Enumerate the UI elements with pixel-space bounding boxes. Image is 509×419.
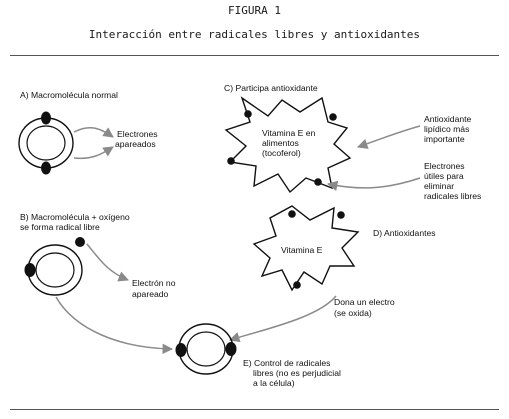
bottom-divider [10, 409, 499, 410]
label-useful-4: radicales libres [424, 191, 481, 201]
molecule-normal [18, 111, 74, 175]
label-c-heading: C) Participa antioxidante [224, 83, 318, 93]
label-e-heading-2: libres (no es perjudicial [253, 368, 341, 378]
label-useful-2: útiles para [424, 171, 464, 181]
label-vit-food-2: alimentos [262, 138, 299, 148]
label-b-heading-2: se forma radical libre [20, 222, 100, 232]
electron-dot [244, 110, 252, 118]
electron-dot [288, 210, 296, 218]
label-a-heading: A) Macromolécula normal [20, 90, 118, 100]
label-e-heading-3: a la célula) [253, 378, 295, 388]
label-vit-food-1: Vitamina E en [262, 128, 316, 138]
label-donate-2: (se oxida) [334, 308, 372, 318]
label-vit-food-3: (tocoferol) [262, 148, 301, 158]
label-lipid-1: Antioxidante [424, 114, 472, 124]
electron-dot [329, 113, 337, 121]
electron-dot [314, 178, 322, 186]
label-b-heading-1: B) Macromolécula + oxígeno [20, 212, 130, 222]
electron-dot [227, 157, 235, 165]
label-paired-1: Electrones [117, 129, 158, 139]
electron-dot [225, 342, 237, 356]
arrow-to-control [55, 296, 174, 355]
arrow-donate [228, 295, 337, 343]
label-paired-2: apareados [115, 139, 156, 149]
label-useful-3: eliminar [424, 181, 454, 191]
label-vit-e: Vitamina E [281, 245, 323, 255]
electron-dot [293, 281, 301, 289]
electron-dot [337, 211, 345, 219]
figure-title: Interacción entre radicales libres y ant… [88, 28, 421, 41]
antioxidant-star [252, 205, 360, 292]
arrow-lipid [357, 125, 421, 149]
label-useful-1: Electrones [424, 161, 465, 171]
molecule-free-radical [24, 237, 85, 296]
label-donate-1: Dona un electro [334, 297, 395, 307]
electron-dot [41, 111, 51, 125]
label-unpaired-2: apareado [132, 289, 169, 299]
label-lipid-2: lipídico más [424, 124, 469, 134]
arrow-useful-electrons [326, 177, 421, 191]
molecule-controlled [175, 323, 237, 375]
arrow-unpaired [86, 243, 129, 282]
label-unpaired-1: Electrón no [132, 278, 176, 288]
label-e-heading-1: E) Control de radicales [243, 358, 330, 368]
electron-dot [41, 161, 51, 175]
arrow-paired-top [73, 126, 114, 138]
electron-dot [24, 263, 36, 277]
label-lipid-3: importante [424, 134, 465, 144]
label-d-heading: D) Antioxidantes [373, 228, 436, 238]
antioxidant-star-food [224, 96, 352, 194]
unpaired-electron-dot [75, 237, 85, 247]
top-divider [10, 55, 499, 56]
electron-dot [175, 343, 187, 357]
figure-number: FIGURA 1 [228, 4, 281, 17]
arrow-paired-bottom [73, 146, 114, 160]
